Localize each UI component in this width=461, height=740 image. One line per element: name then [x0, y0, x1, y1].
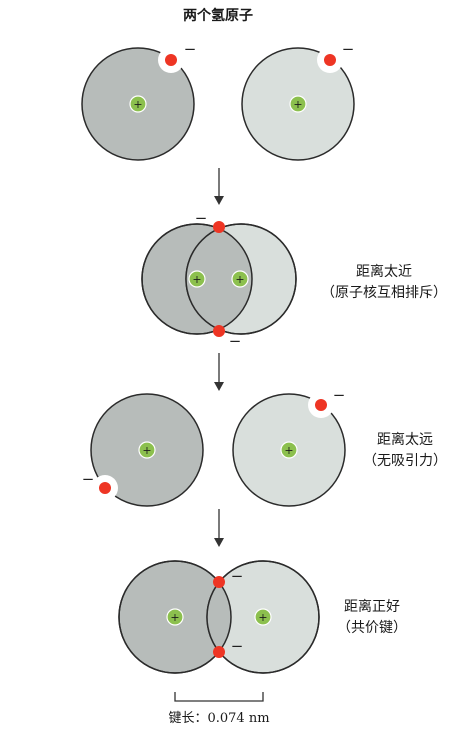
nucleus: [231, 270, 249, 288]
atom-right-outline: [185, 223, 297, 335]
diagram-title: 两个氢原子: [183, 7, 253, 24]
atom-right-outline: [206, 560, 320, 674]
nucleus-charge: +: [170, 611, 179, 624]
electron-charge: −: [184, 40, 197, 58]
nucleus-charge: +: [133, 98, 142, 111]
electron-charge: −: [231, 637, 244, 655]
stage-label: 距离正好: [344, 598, 400, 615]
electron: [165, 54, 177, 66]
nucleus-charge: +: [192, 273, 201, 286]
stage-sublabel: （无吸引力）: [363, 453, 447, 469]
electron: [213, 221, 225, 233]
electron-charge: −: [333, 386, 346, 404]
bond-length-bracket: [174, 692, 264, 702]
down-arrow: [214, 168, 224, 205]
nucleus-charge: +: [284, 444, 293, 457]
stage-sublabel: （共价键）: [337, 620, 407, 636]
nucleus: [129, 95, 147, 113]
stage-2-too-close: − − + + 距离太近 （原子核互相排斥）: [141, 209, 447, 350]
nucleus-charge: +: [142, 444, 151, 457]
electron: [213, 576, 225, 588]
stage-1-two-atoms: − − + +: [81, 40, 355, 161]
electron-charge: −: [231, 567, 244, 585]
stage-3-too-far: − − + + 距离太远 （无吸引力）: [82, 386, 447, 507]
nucleus: [188, 270, 206, 288]
stage-4-covalent-bond: − − + + 距离正好 （共价键）: [118, 560, 407, 674]
stage-label: 距离太远: [377, 431, 433, 448]
atom-left-outline: [141, 223, 253, 335]
electron: [315, 399, 327, 411]
stage-label: 距离太近: [356, 263, 412, 280]
stage-sublabel: （原子核互相排斥）: [321, 285, 447, 301]
nucleus: [166, 608, 184, 626]
nucleus: [289, 95, 307, 113]
atom-left-outline: [118, 560, 232, 674]
nucleus-charge: +: [258, 611, 267, 624]
electron-charge: −: [342, 40, 355, 58]
nucleus: [280, 441, 298, 459]
electron: [213, 325, 225, 337]
electron: [213, 646, 225, 658]
electron-charge: −: [229, 332, 242, 350]
electron-charge: −: [195, 209, 208, 227]
bond-length-label: 键长：0.074 nm: [168, 711, 269, 726]
nucleus-charge: +: [293, 98, 302, 111]
nucleus: [138, 441, 156, 459]
electron: [99, 482, 111, 494]
electron: [324, 54, 336, 66]
down-arrow: [214, 353, 224, 391]
down-arrow: [214, 509, 224, 547]
electron-charge: −: [82, 470, 95, 488]
nucleus: [254, 608, 272, 626]
nucleus-charge: +: [235, 273, 244, 286]
